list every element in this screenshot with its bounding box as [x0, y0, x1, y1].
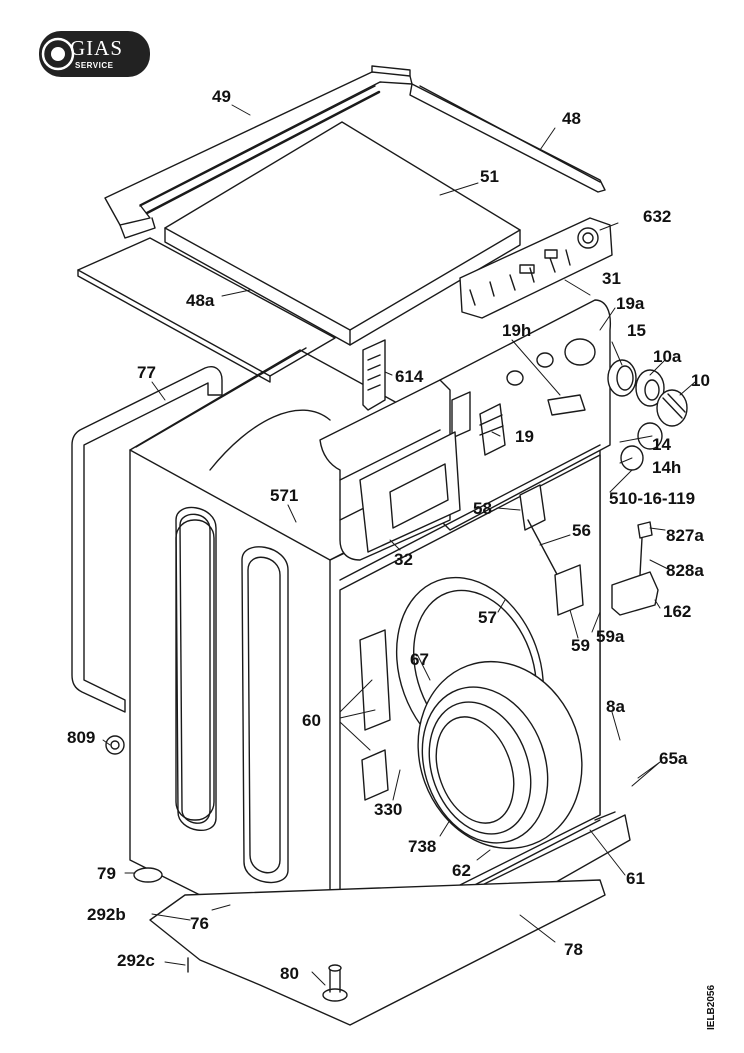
control-panel — [319, 299, 612, 561]
hinge — [519, 484, 584, 616]
label-part-828a: 828a — [666, 561, 704, 580]
label-part-14h: 14h — [652, 458, 682, 477]
label-part-292c: 292c — [117, 951, 155, 970]
label-part-162: 162 — [663, 602, 692, 621]
label-part-57: 57 — [478, 608, 497, 627]
top-panel — [164, 121, 521, 346]
label-part-19a: 19a — [616, 294, 645, 313]
label-part-65a: 65a — [659, 749, 688, 768]
label-part-10: 10 — [691, 371, 710, 390]
label-part-58: 58 — [473, 499, 492, 518]
label-part-32: 32 — [394, 550, 413, 569]
label-part-19h: 19h — [502, 321, 532, 340]
gias-logo: GIAS SERVICE — [38, 30, 151, 78]
label-part-77: 77 — [137, 363, 156, 382]
front-panel — [339, 444, 601, 946]
logo-tagline: SERVICE — [75, 61, 114, 70]
label-part-48: 48 — [562, 109, 581, 128]
label-part-571: 571 — [270, 486, 299, 505]
door-lock — [611, 521, 659, 616]
top-frame — [104, 65, 606, 239]
label-part-56: 56 — [572, 521, 591, 540]
label-part-510-16-119: 510-16-119 — [609, 489, 696, 508]
label-part-79: 79 — [97, 864, 116, 883]
label-part-61: 61 — [626, 869, 645, 888]
label-part-48a: 48a — [186, 291, 215, 310]
label-part-292b: 292b — [87, 905, 126, 924]
label-part-15: 15 — [627, 321, 646, 340]
support-bracket — [362, 339, 386, 411]
drawing-code: IELB2056 — [706, 984, 717, 1030]
label-part-738: 738 — [408, 837, 437, 856]
label-part-10a: 10a — [653, 347, 682, 366]
logo-brand: GIAS — [70, 36, 124, 60]
label-part-59: 59 — [571, 636, 590, 655]
label-part-632: 632 — [643, 207, 672, 226]
label-part-8a: 8a — [606, 697, 625, 716]
label-part-614: 614 — [395, 367, 424, 386]
label-part-59a: 59a — [596, 627, 625, 646]
label-part-78: 78 — [564, 940, 583, 959]
label-part-330: 330 — [374, 800, 403, 819]
label-part-62: 62 — [452, 861, 471, 880]
leader-lines — [102, 104, 696, 986]
control-bracket — [459, 217, 613, 319]
label-part-19: 19 — [515, 427, 534, 446]
label-part-827a: 827a — [666, 526, 704, 545]
label-part-31: 31 — [602, 269, 621, 288]
label-part-14: 14 — [652, 435, 671, 454]
label-part-80: 80 — [280, 964, 299, 983]
label-part-76: 76 — [190, 914, 209, 933]
underside-panel — [77, 237, 336, 383]
base-plate — [105, 735, 606, 1026]
frame-gasket — [71, 366, 223, 713]
knob-assembly — [479, 359, 688, 471]
label-part-809: 809 — [67, 728, 96, 747]
label-part-60: 60 — [302, 711, 321, 730]
label-part-67: 67 — [410, 650, 429, 669]
label-part-51: 51 — [480, 167, 499, 186]
label-part-49: 49 — [212, 87, 231, 106]
